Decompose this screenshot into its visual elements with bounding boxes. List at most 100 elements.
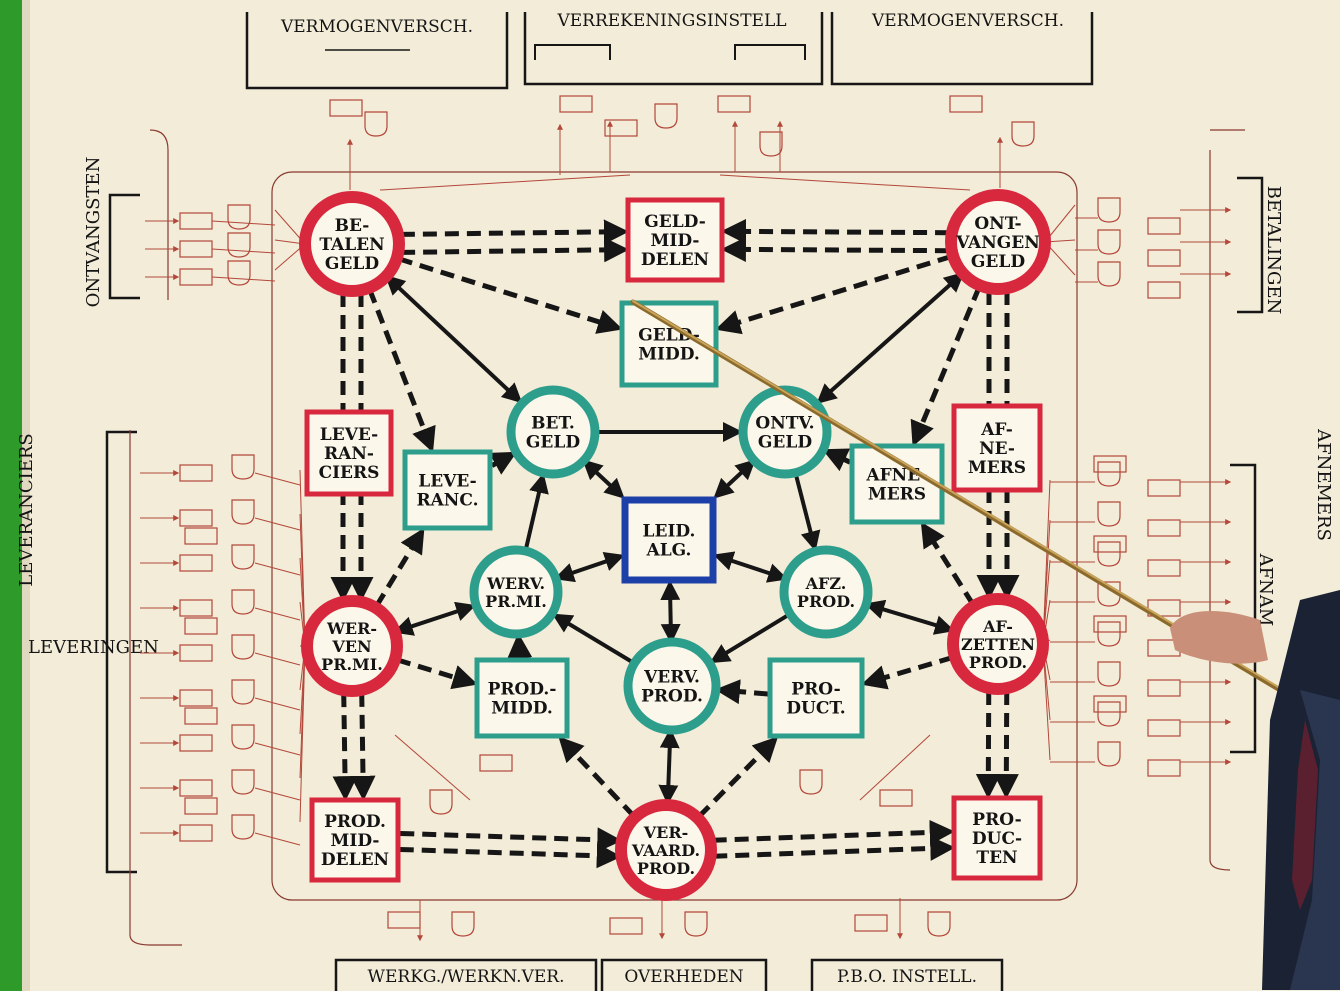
circuit-component — [1147, 281, 1181, 299]
node-label-line: VAARD. — [631, 841, 700, 860]
node-label-line: PROD. — [324, 812, 386, 832]
node-prod-middelen: PROD.MID-DELEN — [309, 797, 401, 883]
bottom-header-1: WERKG./WERKN.VER. — [368, 967, 565, 987]
arrow-werv-prmi-to-leid-alg — [553, 551, 625, 583]
node-label-line: DUC- — [972, 829, 1022, 849]
circuit-gate — [231, 679, 255, 705]
node-label-line: PROD. — [637, 859, 695, 878]
circuit-component — [179, 599, 213, 617]
node-ring — [301, 595, 403, 697]
circuit-wire — [379, 174, 631, 191]
arrow-werven-prmi-to-leveranc-box — [374, 527, 425, 608]
node-label-line: BE- — [335, 216, 370, 236]
arrow-betalen-geld-to-leveranc-box — [367, 288, 436, 453]
arrow-vervaard-prod-to-prod-midd — [558, 736, 636, 818]
node-box — [849, 443, 945, 525]
circuit-gate — [231, 769, 255, 795]
node-label-line: ONTV. — [755, 414, 814, 434]
arrow-afnemers-box2-to-ontv-geld — [822, 448, 852, 472]
node-label-line: PROD. — [969, 653, 1027, 672]
arrow-vervaard-prod-to-producten-1 — [713, 835, 956, 861]
node-box — [304, 409, 394, 497]
circuit-component — [179, 644, 213, 662]
arrow-ontvangen-geld-to-ontv-geld — [816, 271, 965, 405]
circuit-gate — [231, 589, 255, 615]
circuit-component — [559, 95, 593, 113]
node-prod-midd: PROD.-MIDD. — [474, 657, 570, 739]
hand — [1170, 610, 1268, 664]
arrow-prod-middelen-to-vervaard-prod-0 — [400, 827, 623, 853]
circuit-gate — [1097, 197, 1121, 223]
circuit-component — [1147, 679, 1181, 697]
arrow-werven-prmi-to-prod-midd — [396, 657, 478, 690]
node-vervaard-prod: VER-VAARD.PROD. — [615, 799, 717, 901]
node-label-line: MID- — [651, 231, 700, 251]
circuit-wire — [254, 697, 301, 711]
node-label-line: DELEN — [641, 250, 709, 270]
circuit-wire — [211, 248, 276, 254]
circuit-component — [1093, 615, 1127, 633]
circuit-wire — [254, 517, 301, 531]
arrow-betalen-geld-to-geld-middelen-top-1 — [401, 237, 630, 263]
circuit-gate — [927, 911, 951, 937]
nodes: BE-TALENGELDONT-VANGENGELDWER-VENPR.MI.A… — [299, 189, 1051, 901]
circuit-gate — [654, 103, 678, 129]
label-leveringen: LEVERINGEN — [28, 637, 159, 658]
arrow-vervaard-prod-to-producten-0 — [712, 819, 955, 845]
arrow-ontv-geld-to-afz-prod — [793, 474, 821, 552]
circuit-gate — [429, 789, 453, 815]
node-bet-geld: BET.GELD — [506, 385, 600, 479]
circuit-component — [179, 464, 213, 482]
node-box — [474, 657, 570, 739]
node-box — [621, 496, 717, 584]
arrow-ontvangen-geld-to-geld-middelen-top-1 — [721, 218, 950, 244]
circuit-wire — [859, 734, 931, 801]
circuit-component — [1147, 249, 1181, 267]
node-ring — [469, 545, 563, 639]
bottom-header-3: P.B.O. INSTELL. — [837, 967, 977, 987]
circuit-gate — [1097, 581, 1121, 607]
node-label-line: MID- — [331, 831, 380, 851]
circuit-gate — [1097, 661, 1121, 687]
arrow-werven-prmi-to-werv-prmi — [392, 601, 477, 636]
node-afnemers-box2: AFNE-MERS — [849, 443, 945, 525]
arrow-afzetten-prod-to-producten-1 — [975, 690, 1001, 799]
paper-edge — [22, 0, 30, 991]
circuit-component — [184, 797, 218, 815]
circuit-component — [179, 554, 213, 572]
circuit-component — [1147, 559, 1181, 577]
circuit-component — [184, 617, 218, 635]
flow-arrows — [330, 218, 1020, 869]
circuit-component — [179, 824, 213, 842]
node-label-line: RANC. — [416, 491, 478, 511]
arrow-prod-middelen-to-vervaard-prod-1 — [399, 843, 622, 869]
circuit-component — [604, 119, 638, 137]
node-label-line: VER- — [643, 823, 689, 842]
node-verv-prod: VERV.PROD. — [623, 637, 721, 735]
node-label-line: LEVE- — [320, 425, 378, 445]
arrow-afz-prod-to-afzetten-prod — [864, 599, 955, 635]
node-label-line: WER- — [326, 619, 377, 638]
arrow-leveranc-box-to-bet-geld — [489, 451, 518, 475]
circuit-gate — [684, 911, 708, 937]
circuit-gate — [1097, 461, 1121, 487]
circuit-component — [329, 99, 363, 117]
circuit-component — [179, 509, 213, 527]
circuit-component — [1147, 217, 1181, 235]
node-label-line: MIDD. — [638, 345, 700, 365]
circuit-wire — [394, 734, 471, 801]
top-header-boxes: VERMOGENVERSCH. VERREKENINGSINSTELL VERM… — [245, 11, 1094, 90]
arrow-verv-prod-to-werv-prmi — [551, 613, 634, 664]
node-ring — [506, 385, 600, 479]
bottom-header-2: OVERHEDEN — [624, 967, 743, 987]
label-ontvangsten: ONTVANGSTEN — [83, 157, 104, 308]
circuit-wire — [254, 787, 301, 801]
node-label-line: TEN — [976, 848, 1017, 868]
side-brackets — [105, 176, 1264, 874]
node-werv-prmi: WERV.PR.MI. — [469, 545, 563, 639]
node-label-line: DELEN — [321, 850, 389, 870]
node-leveranciers-box: LEVE-RAN-CIERS — [304, 409, 394, 497]
label-afnemers: AFNEMERS — [1313, 428, 1334, 541]
